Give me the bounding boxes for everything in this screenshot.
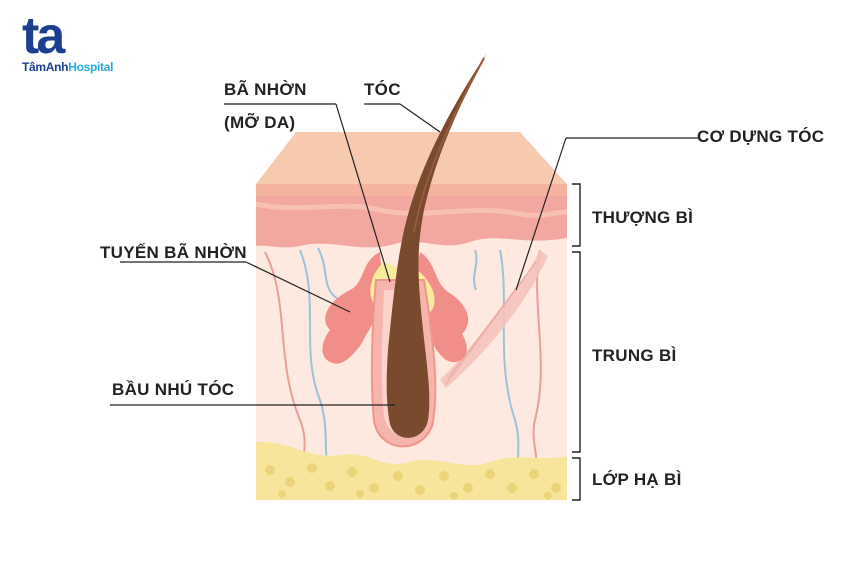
hair-shaft <box>386 54 486 438</box>
label-trung-bi: TRUNG BÌ <box>592 346 677 365</box>
skin-surface <box>256 132 567 184</box>
label-ba-nhon: BÃ NHỜN <box>224 80 307 99</box>
epidermis-inner-line <box>256 201 567 218</box>
label-bau-nhu-toc: BẦU NHÚ TÓC <box>112 380 235 399</box>
layer-brackets <box>572 183 581 501</box>
logo-name: TâmAnhHospital <box>22 60 113 74</box>
logo-mark: ta <box>22 7 65 65</box>
label-thuong-bi: THƯỢNG BÌ <box>592 208 694 227</box>
hospital-logo: ta TâmAnhHospital <box>22 7 142 76</box>
label-tuyen-ba-nhon: TUYẾN BÃ NHỜN <box>100 243 247 262</box>
sebaceous-gland <box>322 252 384 364</box>
label-toc: TÓC <box>364 80 401 99</box>
leader-lines <box>110 103 700 406</box>
label-co-dung-toc: CƠ DỰNG TÓC <box>697 127 825 146</box>
logo-name-primary: TâmAnh <box>22 60 69 74</box>
logo-name-secondary: Hospital <box>68 60 114 74</box>
label-lop-ha-bi: LỚP HẠ BÌ <box>592 470 682 489</box>
label-mo-da: (MỠ DA) <box>224 113 296 132</box>
